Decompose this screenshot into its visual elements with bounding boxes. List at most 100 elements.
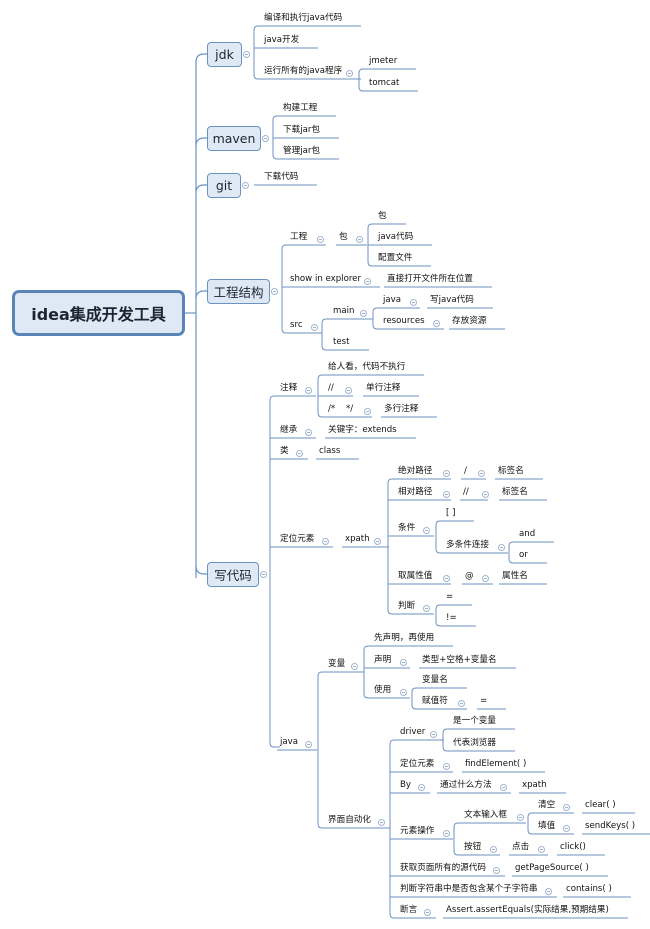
wc-is-var[interactable]: 是一个变量 <box>453 716 496 726</box>
wc-and[interactable]: and <box>519 529 536 539</box>
collapse-toggle-icon[interactable] <box>410 299 417 306</box>
wc-eq[interactable]: = <box>446 592 454 602</box>
wc-attr-value[interactable]: 取属性值 <box>398 571 433 581</box>
collapse-toggle-icon[interactable] <box>305 741 312 748</box>
collapse-toggle-icon[interactable] <box>563 825 570 832</box>
jdk-tomcat[interactable]: tomcat <box>369 78 400 88</box>
collapse-toggle-icon[interactable] <box>493 867 500 874</box>
wc-keyword[interactable]: 关键字：extends <box>328 425 397 435</box>
collapse-toggle-icon[interactable] <box>243 51 250 58</box>
wc-declare[interactable]: 声明 <box>374 655 392 665</box>
collapse-toggle-icon[interactable] <box>322 538 329 545</box>
collapse-toggle-icon[interactable] <box>260 571 267 578</box>
collapse-toggle-icon[interactable] <box>378 819 385 826</box>
wc-by[interactable]: By <box>400 780 411 790</box>
wc-inherit[interactable]: 继承 <box>280 425 298 435</box>
wc-brackets[interactable]: [ ] <box>446 508 456 518</box>
collapse-toggle-icon[interactable] <box>443 470 450 477</box>
collapse-toggle-icon[interactable] <box>423 605 430 612</box>
wc-tag2[interactable]: 标签名 <box>502 487 528 497</box>
wc-slash[interactable]: / <box>464 466 467 476</box>
wc-multi-close[interactable]: */ <box>346 404 354 414</box>
collapse-toggle-icon[interactable] <box>482 575 489 582</box>
collapse-toggle-icon[interactable] <box>433 320 440 327</box>
collapse-toggle-icon[interactable] <box>311 324 318 331</box>
jdk-jmeter[interactable]: jmeter <box>369 56 398 66</box>
wc-attr-name[interactable]: 属性名 <box>502 571 528 581</box>
wc-judge[interactable]: 判断 <box>398 601 416 611</box>
ps-show-in-explorer[interactable]: show in explorer <box>290 274 361 284</box>
collapse-toggle-icon[interactable] <box>538 846 545 853</box>
wc-assert-fn[interactable]: Assert.assertEquals(实际结果,预期结果) <box>446 905 609 915</box>
collapse-toggle-icon[interactable] <box>400 659 407 666</box>
jdk-dev[interactable]: java开发 <box>264 35 300 45</box>
wc-page-src[interactable]: 获取页面所有的源代码 <box>400 863 486 873</box>
git-download-code[interactable]: 下载代码 <box>264 172 299 182</box>
wc-class-cn[interactable]: 类 <box>280 446 289 456</box>
wc-neq[interactable]: != <box>446 613 457 623</box>
wc-or[interactable]: or <box>519 550 528 560</box>
jdk-run-all[interactable]: 运行所有的java程序 <box>264 66 343 76</box>
ps-config[interactable]: 配置文件 <box>378 253 413 263</box>
ps-java[interactable]: java <box>383 295 402 305</box>
ps-project[interactable]: 工程 <box>290 232 308 242</box>
collapse-toggle-icon[interactable] <box>400 689 407 696</box>
collapse-toggle-icon[interactable] <box>346 70 353 77</box>
collapse-toggle-icon[interactable] <box>424 909 431 916</box>
wc-java[interactable]: java <box>280 737 299 747</box>
wc-variable[interactable]: 变量 <box>328 659 346 669</box>
wc-fill-cn[interactable]: 填值 <box>538 821 556 831</box>
wc-tag1[interactable]: 标签名 <box>498 466 524 476</box>
wc-comment[interactable]: 注释 <box>280 383 298 393</box>
wc-driver[interactable]: driver <box>400 727 426 737</box>
collapse-toggle-icon[interactable] <box>423 527 430 534</box>
collapse-toggle-icon[interactable] <box>364 408 371 415</box>
wc-contains-desc[interactable]: 判断字符串中是否包含某个子字符串 <box>400 884 538 894</box>
topic-git[interactable]: git <box>207 173 241 198</box>
root-node[interactable]: idea集成开发工具 <box>12 290 185 336</box>
wc-browser[interactable]: 代表浏览器 <box>453 738 496 748</box>
wc-multi-open[interactable]: /* <box>328 404 336 414</box>
maven-manage-jar[interactable]: 管理jar包 <box>283 146 320 156</box>
collapse-toggle-icon[interactable] <box>500 784 507 791</box>
collapse-toggle-icon[interactable] <box>458 700 465 707</box>
collapse-toggle-icon[interactable] <box>490 846 497 853</box>
wc-condition[interactable]: 条件 <box>398 523 416 533</box>
topic-jdk[interactable]: jdk <box>207 42 242 67</box>
wc-el-op[interactable]: 元素操作 <box>400 826 435 836</box>
ps-resources[interactable]: resources <box>383 316 425 326</box>
wc-assign-sym[interactable]: = <box>480 696 488 706</box>
collapse-toggle-icon[interactable] <box>418 784 425 791</box>
ps-java-code[interactable]: java代码 <box>378 232 414 242</box>
wc-text-input[interactable]: 文本输入框 <box>464 810 507 820</box>
wc-rel-path[interactable]: 相对路径 <box>398 487 433 497</box>
collapse-toggle-icon[interactable] <box>271 288 278 295</box>
ps-write-java[interactable]: 写java代码 <box>430 295 474 305</box>
wc-find-element[interactable]: findElement( ) <box>465 759 527 769</box>
ps-src[interactable]: src <box>290 320 303 330</box>
maven-download-jar[interactable]: 下载jar包 <box>283 125 320 135</box>
collapse-toggle-icon[interactable] <box>563 804 570 811</box>
collapse-toggle-icon[interactable] <box>430 731 437 738</box>
maven-build[interactable]: 构建工程 <box>283 103 318 113</box>
collapse-toggle-icon[interactable] <box>364 278 371 285</box>
collapse-toggle-icon[interactable] <box>360 310 367 317</box>
wc-single-sym[interactable]: // <box>328 383 334 393</box>
wc-contains-fn[interactable]: contains( ) <box>566 884 612 894</box>
jdk-compile[interactable]: 编译和执行java代码 <box>264 13 343 23</box>
ps-store-resources[interactable]: 存放资源 <box>452 316 487 326</box>
collapse-toggle-icon[interactable] <box>305 429 312 436</box>
collapse-toggle-icon[interactable] <box>443 491 450 498</box>
wc-locate[interactable]: 定位元素 <box>280 534 315 544</box>
collapse-toggle-icon[interactable] <box>345 387 352 394</box>
wc-var-name[interactable]: 变量名 <box>422 675 448 685</box>
topic-write-code[interactable]: 写代码 <box>207 562 259 587</box>
wc-at[interactable]: @ <box>465 571 474 581</box>
wc-multi[interactable]: 多行注释 <box>384 404 419 414</box>
wc-comment-desc[interactable]: 给人看，代码不执行 <box>328 362 406 372</box>
collapse-toggle-icon[interactable] <box>305 387 312 394</box>
collapse-toggle-icon[interactable] <box>351 663 358 670</box>
wc-locate-el[interactable]: 定位元素 <box>400 759 435 769</box>
wc-clear-fn[interactable]: clear( ) <box>585 800 616 810</box>
wc-ui-auto[interactable]: 界面自动化 <box>328 815 371 825</box>
